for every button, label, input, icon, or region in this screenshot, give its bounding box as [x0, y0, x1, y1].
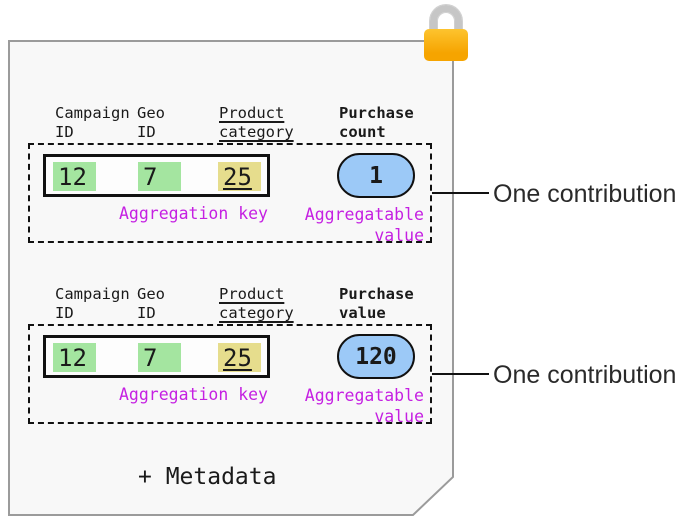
one-contribution-label: One contribution — [493, 180, 677, 208]
column-header-geo-id: Geo ID — [137, 104, 165, 141]
column-header-purchase-count: Purchase count — [339, 104, 414, 141]
aggregation-key-label: Aggregation key — [118, 204, 268, 223]
aggregatable-value-label: Aggregatable value — [304, 205, 424, 245]
lock-shackle-icon — [430, 5, 462, 33]
column-header-campaign-id: Campaign ID — [55, 285, 130, 322]
metadata-label: + Metadata — [138, 464, 277, 490]
key-cell-campaign-id: 12 — [53, 162, 96, 191]
contribution-boundary — [28, 324, 432, 424]
key-cell-product-category: 25 — [218, 343, 261, 372]
column-header-product-category: Product category — [219, 285, 294, 322]
key-cell-geo-id: 7 — [138, 343, 181, 372]
key-cell-geo-id: 7 — [138, 162, 181, 191]
column-header-geo-id: Geo ID — [137, 285, 165, 322]
aggregation-key-label: Aggregation key — [118, 385, 268, 404]
aggregatable-value-label: Aggregatable value — [304, 386, 424, 426]
lock-body-icon — [424, 29, 468, 61]
column-header-product-category: Product category — [219, 104, 294, 141]
annotation-line — [432, 373, 489, 375]
key-cell-product-category: 25 — [218, 162, 261, 191]
contribution-boundary — [28, 143, 432, 243]
key-cell-campaign-id: 12 — [53, 343, 96, 372]
aggregatable-value-pill: 120 — [337, 334, 415, 379]
column-header-campaign-id: Campaign ID — [55, 104, 130, 141]
contribution-record-1: Campaign ID Geo ID Product category Purc… — [0, 104, 700, 285]
aggregatable-value-pill: 1 — [337, 153, 415, 198]
annotation-line — [432, 192, 489, 194]
one-contribution-label: One contribution — [493, 361, 677, 389]
contribution-record-2: Campaign ID Geo ID Product category Purc… — [0, 285, 700, 466]
column-header-purchase-value: Purchase value — [339, 285, 414, 322]
